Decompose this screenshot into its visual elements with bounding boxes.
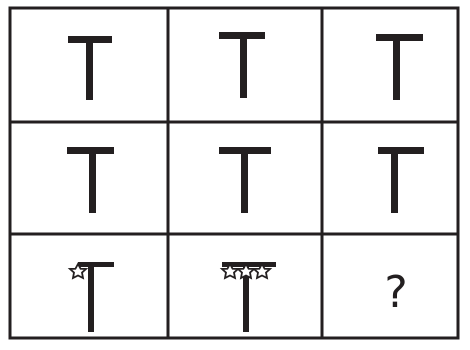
missing-figure-question-mark: ? — [384, 267, 407, 318]
cell-r3c2-figure — [222, 262, 276, 332]
cell-r2c3-figure — [378, 147, 424, 213]
cell-r2c2-figure — [219, 147, 271, 213]
cell-r1c3-figure — [376, 34, 423, 100]
cell-r1c2-figure — [219, 32, 265, 98]
cell-r3c1-figure — [70, 262, 114, 332]
cell-r2c1-figure — [67, 147, 114, 213]
cell-r1c1-figure — [68, 36, 112, 100]
